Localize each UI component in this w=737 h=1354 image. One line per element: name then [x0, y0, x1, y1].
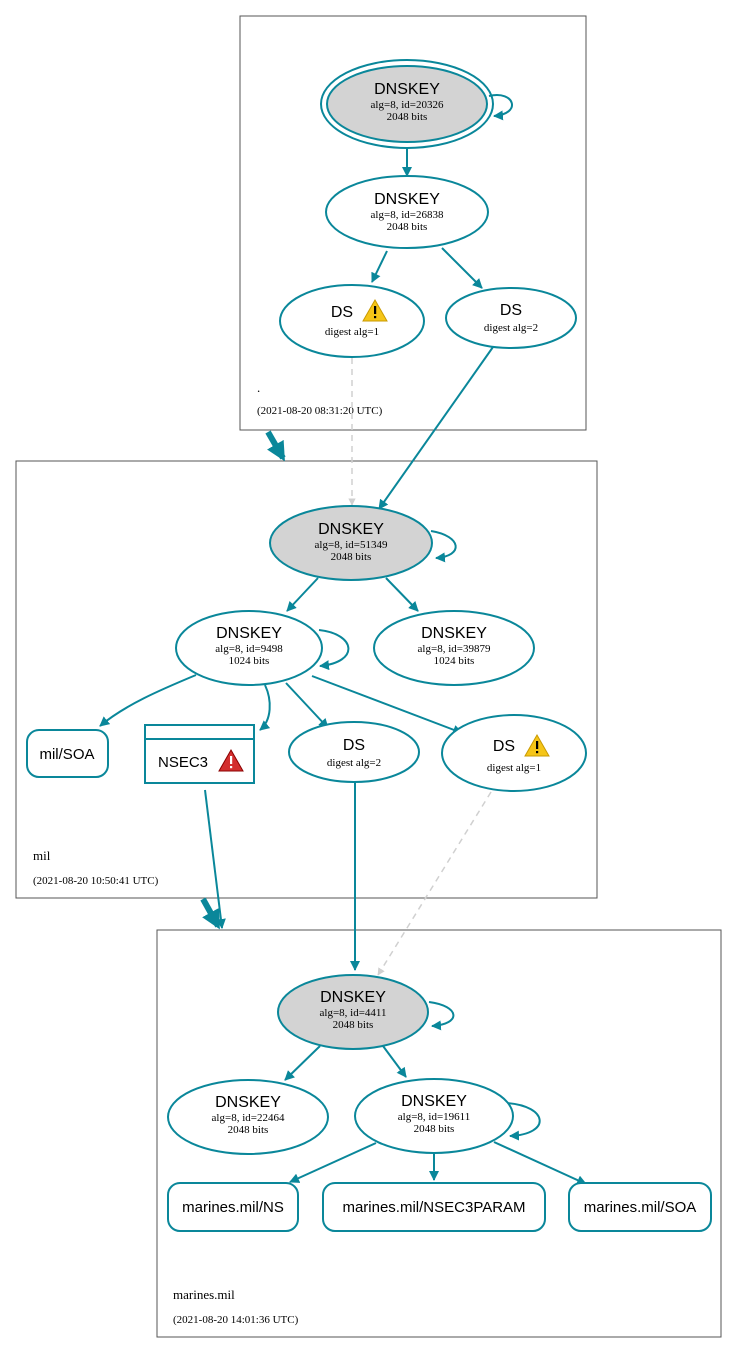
edge-mil-zsk1-self	[318, 629, 350, 671]
edge-mil-zsk1-soa	[99, 674, 197, 727]
zone-mil: mil (2021-08-20 10:50:41 UTC)	[15, 460, 598, 899]
node-title: DNSKEY	[401, 1093, 467, 1110]
node-mil-ds1[interactable]: DS digest alg=1	[441, 714, 587, 792]
zone-root-name: .	[257, 380, 260, 395]
node-title: mil/SOA	[39, 746, 94, 763]
node-root-zsk[interactable]: DNSKEY alg=8, id=26838 2048 bits	[325, 175, 489, 249]
node-mil-zsk1[interactable]: DNSKEY alg=8, id=9498 1024 bits	[175, 610, 323, 686]
node-mar-soa[interactable]: marines.mil/SOA	[568, 1182, 712, 1232]
node-line1: alg=8, id=20326	[371, 99, 444, 111]
edge-mar-ksk-zsk1	[284, 1045, 321, 1081]
node-title: DNSKEY	[215, 1094, 281, 1111]
zone-root-timestamp: (2021-08-20 08:31:20 UTC)	[257, 405, 383, 417]
node-title: DS	[500, 302, 522, 319]
zone-marines-name: marines.mil	[173, 1287, 235, 1302]
node-line2: 2048 bits	[414, 1123, 455, 1135]
zone-mil-name: mil	[33, 848, 51, 863]
node-line1: alg=8, id=51349	[315, 539, 388, 551]
node-line1: digest alg=1	[487, 762, 541, 774]
node-root-ds1[interactable]: DS digest alg=1	[279, 284, 425, 358]
node-line1: alg=8, id=9498	[215, 643, 283, 655]
node-title: marines.mil/NS	[182, 1199, 284, 1216]
node-line2: 2048 bits	[387, 111, 428, 123]
node-line1: alg=8, id=19611	[398, 1111, 471, 1123]
zone-marines-timestamp: (2021-08-20 14:01:36 UTC)	[173, 1314, 299, 1326]
node-root-ds2[interactable]: DS digest alg=2	[445, 287, 577, 349]
node-title: marines.mil/SOA	[584, 1199, 697, 1216]
node-line1: alg=8, id=26838	[371, 209, 444, 221]
node-mil-nsec3[interactable]: NSEC3	[144, 724, 255, 784]
node-mar-nsec3param[interactable]: marines.mil/NSEC3PARAM	[322, 1182, 546, 1232]
node-title: DNSKEY	[374, 81, 440, 98]
edge-mar-ksk-self	[428, 1001, 455, 1031]
node-line2: 2048 bits	[331, 551, 372, 563]
edge-root-ksk-self	[488, 94, 513, 121]
node-line1: alg=8, id=39879	[418, 643, 491, 655]
node-title: DNSKEY	[374, 191, 440, 208]
node-mar-ksk[interactable]: DNSKEY alg=8, id=4411 2048 bits	[277, 974, 429, 1050]
node-mar-zsk1[interactable]: DNSKEY alg=8, id=22464 2048 bits	[167, 1079, 329, 1155]
edge-root-zsk-ds1	[371, 250, 388, 283]
edge-mil-zsk1-ds1	[311, 675, 463, 735]
warning-icon	[524, 733, 550, 757]
edge-mar-zsk2-ns	[289, 1142, 377, 1183]
node-root-ksk[interactable]: DNSKEY alg=8, id=20326 2048 bits	[320, 59, 494, 149]
edge-mil-ksk-zsk2	[385, 577, 419, 612]
node-title: DS	[331, 304, 353, 321]
edge-mil-ksk-zsk1	[286, 577, 319, 612]
zone-mil-timestamp: (2021-08-20 10:50:41 UTC)	[33, 875, 159, 887]
edge-mil-nsec3-marines	[204, 789, 226, 929]
node-mil-zsk2[interactable]: DNSKEY alg=8, id=39879 1024 bits	[373, 610, 535, 686]
edges	[99, 94, 587, 1185]
node-line2: 1024 bits	[229, 655, 270, 667]
node-title: DNSKEY	[318, 521, 384, 538]
edge-mar-zsk2-self	[506, 1102, 541, 1141]
node-line2: 1024 bits	[434, 655, 475, 667]
edge-mar-ksk-zsk2	[382, 1045, 407, 1078]
edge-mil-zsk1-nsec3	[259, 684, 271, 731]
node-title: DS	[343, 737, 365, 754]
edge-mil-ksk-self	[430, 530, 457, 563]
node-line1: digest alg=2	[484, 322, 538, 334]
edge-root-zsk-ds2	[441, 247, 483, 289]
delegation-mil-to-marines	[200, 897, 221, 930]
node-mil-soa[interactable]: mil/SOA	[26, 729, 109, 778]
edge-mil-zsk1-ds2	[285, 682, 329, 729]
error-icon	[218, 748, 244, 772]
node-mil-ksk[interactable]: DNSKEY alg=8, id=51349 2048 bits	[269, 505, 433, 581]
node-title: DNSKEY	[216, 625, 282, 642]
delegation-edges	[200, 430, 286, 930]
node-title: DS	[493, 738, 515, 755]
node-mar-zsk2[interactable]: DNSKEY alg=8, id=19611 2048 bits	[354, 1078, 514, 1154]
edge-mar-zsk2-soa	[493, 1141, 587, 1185]
edge-mil-ds1-mar-ksk	[377, 791, 492, 976]
node-title: NSEC3	[158, 754, 208, 771]
node-line2: 2048 bits	[387, 221, 428, 233]
node-line2: 2048 bits	[333, 1019, 374, 1031]
node-mil-ds2[interactable]: DS digest alg=2	[288, 721, 420, 783]
node-line1: alg=8, id=4411	[320, 1007, 387, 1019]
node-line1: alg=8, id=22464	[212, 1112, 285, 1124]
node-title: DNSKEY	[320, 989, 386, 1006]
node-line1: digest alg=2	[327, 757, 381, 769]
node-title: DNSKEY	[421, 625, 487, 642]
node-line1: digest alg=1	[325, 326, 379, 338]
node-title: marines.mil/NSEC3PARAM	[342, 1199, 525, 1216]
delegation-root-to-mil	[265, 430, 286, 462]
warning-icon	[362, 298, 388, 322]
node-mar-ns[interactable]: marines.mil/NS	[167, 1182, 299, 1232]
edge-root-ds2-mil-ksk	[378, 346, 494, 510]
node-line2: 2048 bits	[228, 1124, 269, 1136]
